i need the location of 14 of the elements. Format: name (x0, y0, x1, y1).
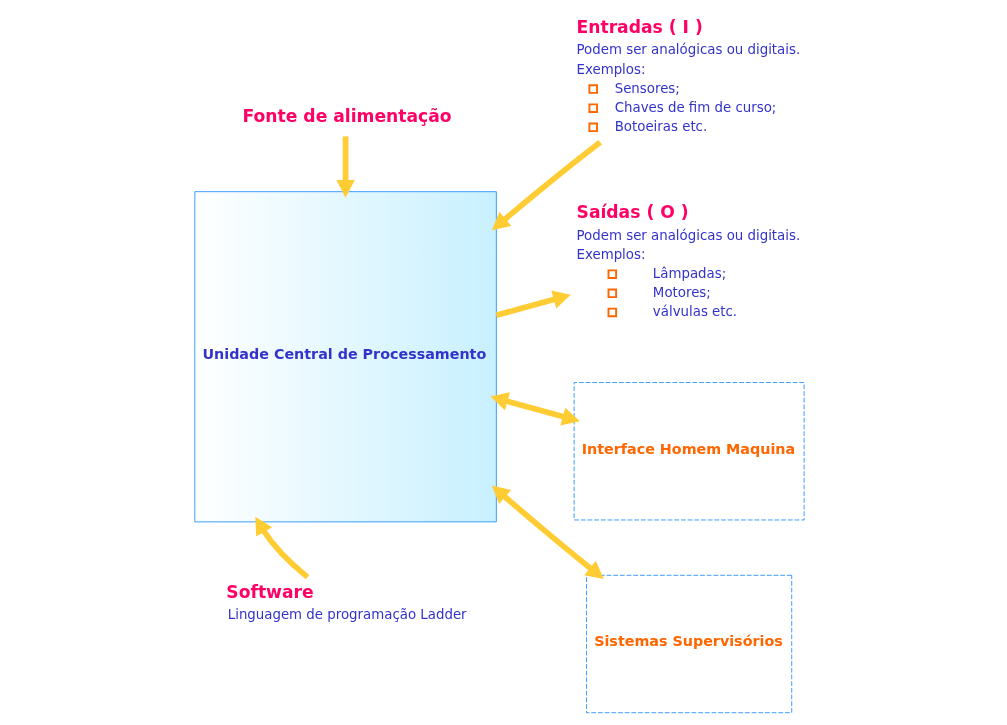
arrow (495, 290, 571, 319)
arrow (254, 516, 309, 580)
node-text: Fonte de alimentação (242, 106, 452, 127)
node-label: Linguagem de programação Ladder (227, 607, 467, 623)
arrow (491, 139, 602, 231)
arrow (491, 485, 604, 579)
node-box: Interface Homem Maquina (573, 382, 805, 521)
node-text: Entradas ( I ) Podem ser analógicas ou digitais. Exemplos: Sensores; Chaves de fim de curso; Botoeiras etc. (576, 16, 800, 134)
node-box: Sistemas Supervisórios (585, 574, 792, 714)
node-text: Software (225, 581, 314, 602)
arrow (489, 392, 580, 426)
arrow (335, 136, 355, 198)
node-text: Saídas ( O ) Podem ser analógicas ou digitais. Exemplos: Lâmpadas; Motores; válvulas etc. (576, 201, 800, 319)
node-box: Unidade Central de Processamento (193, 191, 497, 523)
